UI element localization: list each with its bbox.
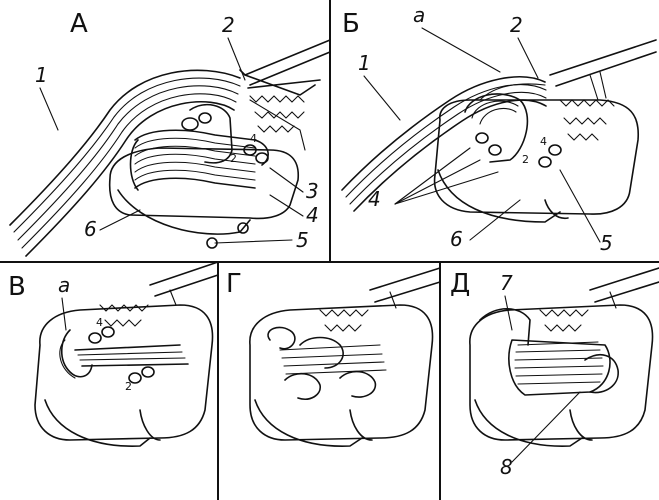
panel-v-letter: В (8, 272, 26, 302)
panel-g: Г (226, 267, 441, 447)
panel-d-label-8: 8 (500, 455, 513, 479)
panel-b-label-a: а (413, 3, 425, 27)
panel-a-pack-body (108, 39, 331, 235)
panel-b: Б (341, 3, 657, 255)
panel-a-label-4: 4 (306, 203, 319, 227)
panel-a-label-2: 2 (222, 13, 235, 37)
panel-g-letter: Г (226, 269, 242, 299)
panel-b-label-6: 6 (450, 227, 463, 251)
panel-v: В а 4 2 (8, 261, 219, 447)
panel-b-sub-4: 4 (540, 135, 547, 148)
panel-d-tucked-bundle (508, 339, 619, 396)
panel-g-stitching (319, 291, 397, 332)
panel-g-knots (267, 326, 387, 400)
panel-a-grommets (181, 112, 269, 249)
panel-d-letter: Д (450, 269, 470, 299)
panel-a-letter: А (70, 9, 88, 39)
panel-d-pack-body (469, 267, 659, 447)
panel-b-sub-2: 2 (522, 153, 529, 166)
panel-d: Д 7 8 (450, 267, 659, 479)
panel-d-stitching (539, 291, 617, 332)
panel-b-grommets (475, 132, 562, 168)
panel-d-label-7: 7 (500, 271, 513, 295)
panel-g-pack-body (249, 267, 441, 447)
panel-v-pack-body (34, 261, 219, 447)
panel-b-pack-body (433, 39, 657, 223)
panel-a-stitching (247, 79, 321, 133)
panel-a: А (9, 9, 331, 257)
panel-b-label-1: 1 (358, 51, 371, 75)
panel-b-stitching (559, 71, 615, 141)
panel-a-leaders (39, 37, 304, 244)
panel-b-label-5: 5 (600, 231, 613, 255)
panel-b-letter: Б (342, 9, 360, 39)
panel-v-sub-4: 4 (96, 316, 103, 329)
panel-b-label-4: 4 (368, 187, 381, 211)
panel-v-tied-lines (59, 329, 189, 379)
panel-a-label-3: 3 (306, 179, 319, 203)
panel-v-grommets (88, 326, 155, 384)
panel-v-sub-2: 2 (125, 380, 132, 393)
panel-a-label-1: 1 (35, 63, 48, 87)
panel-a-strap (9, 69, 241, 257)
panel-b-label-2: 2 (510, 13, 523, 37)
panel-v-stitching (99, 289, 177, 327)
panel-a-sub-4: 4 (250, 132, 257, 145)
panel-a-label-6: 6 (84, 217, 97, 241)
panel-a-sub-2: 2 (230, 152, 237, 165)
panel-b-loop (464, 93, 529, 163)
panel-b-leaders (363, 27, 601, 243)
panel-a-label-5: 5 (296, 228, 309, 252)
panel-v-label-a: а (58, 273, 70, 297)
